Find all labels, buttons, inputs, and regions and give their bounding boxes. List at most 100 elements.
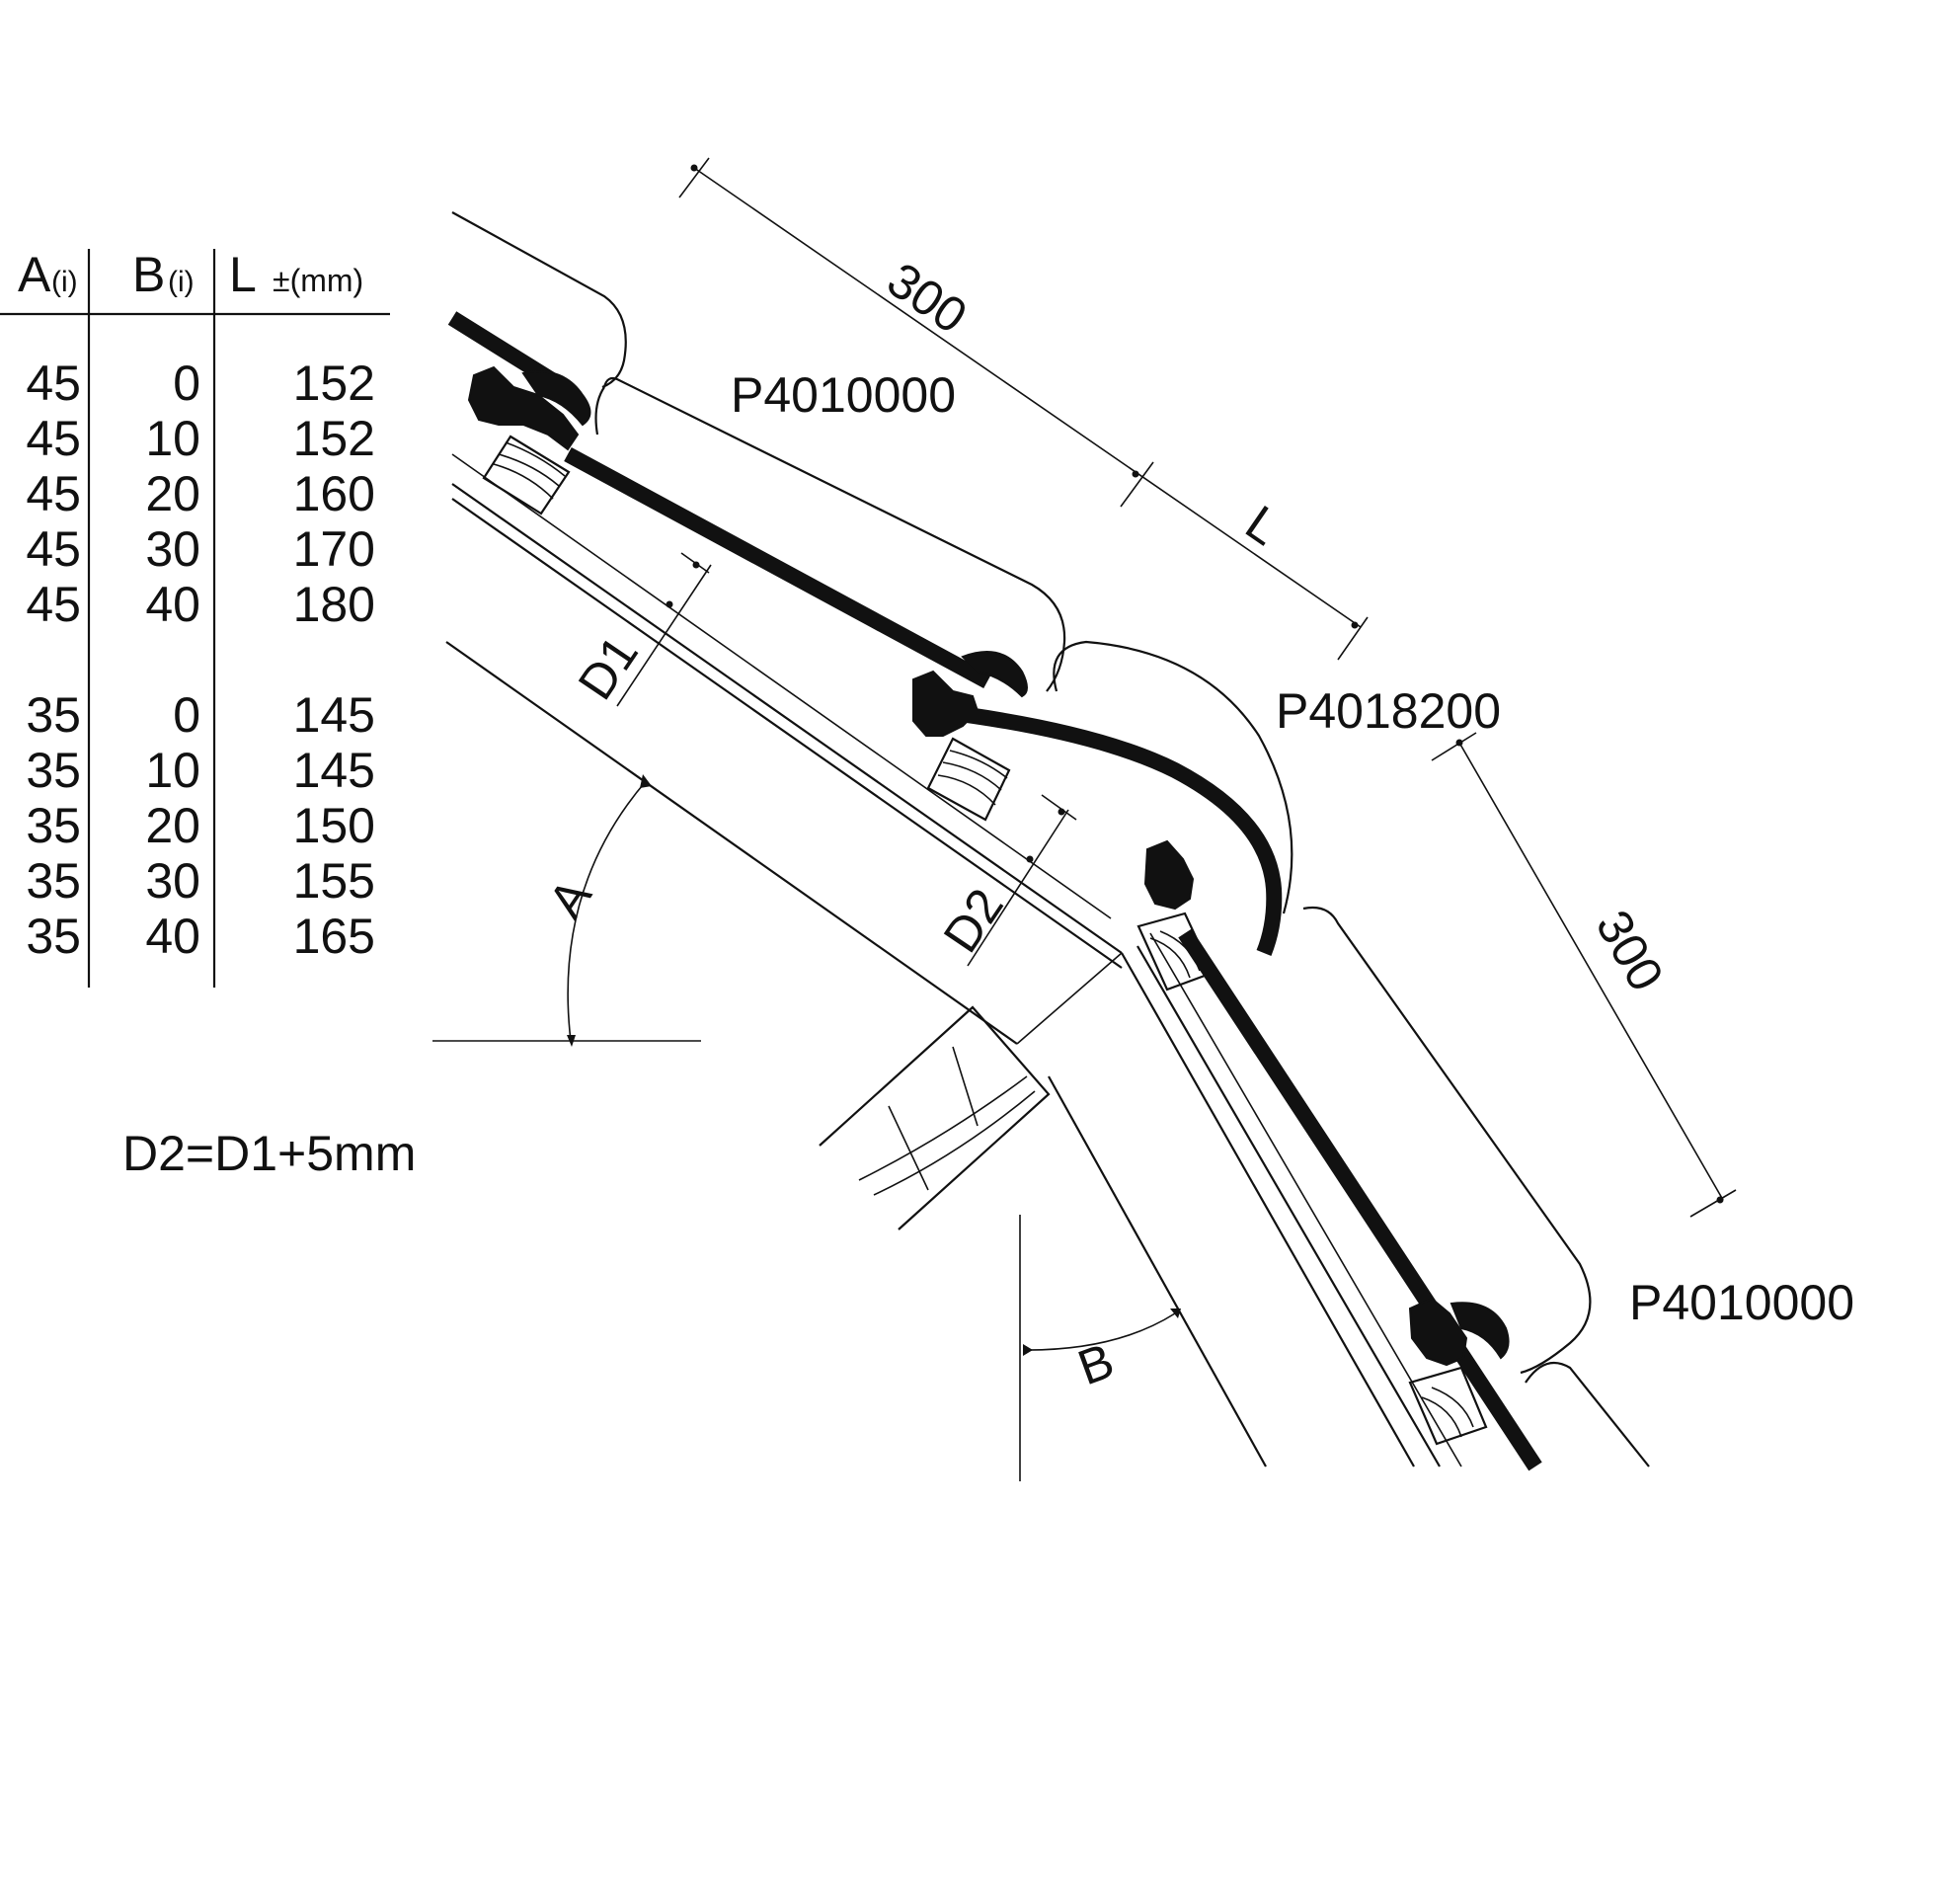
cell-l: 152 <box>293 356 375 411</box>
cell-b: 40 <box>145 909 200 964</box>
cell-b: 40 <box>145 577 200 632</box>
dim-line-d1 <box>616 564 712 707</box>
dim-dot <box>690 164 698 172</box>
cell-a: 45 <box>26 466 81 521</box>
table-row: 35 10 145 <box>26 743 375 798</box>
table-row: 35 0 145 <box>26 687 375 743</box>
right-batten-line <box>1149 932 1462 1468</box>
table-row: 35 20 150 <box>26 798 375 853</box>
part-label-top: P4010000 <box>731 367 956 423</box>
cell-l: 150 <box>293 798 375 853</box>
cell-b: 0 <box>173 356 200 411</box>
table-row: 45 30 170 <box>26 521 375 577</box>
angle-b-arrow <box>1170 1309 1181 1318</box>
part-label-bottom: P4010000 <box>1629 1275 1854 1330</box>
angle-a-arrow <box>640 774 652 788</box>
dim-tick <box>1431 732 1477 761</box>
ridge-tile-body <box>937 703 1283 956</box>
ridge-cap-outline <box>1053 640 1293 914</box>
cell-a: 35 <box>26 743 81 798</box>
dim-line-d2 <box>967 809 1069 967</box>
table-group-35: 35 0 145 35 10 145 35 20 150 35 30 155 3… <box>26 687 375 964</box>
table-row: 35 30 155 <box>26 853 375 909</box>
dim-dot <box>1026 855 1034 863</box>
tile-body-left <box>564 446 991 689</box>
header-b: B <box>132 247 165 302</box>
cell-b: 10 <box>145 411 200 466</box>
header-l: L <box>229 247 257 302</box>
dim-label-top: 300 <box>878 252 977 344</box>
cell-a: 35 <box>26 909 81 964</box>
tile-hook-3 <box>912 670 980 737</box>
dim-line-top <box>693 167 1362 628</box>
dim-label-d1: D1 <box>568 626 649 709</box>
cell-b: 30 <box>145 853 200 909</box>
dim-dot <box>666 600 673 608</box>
header-a-unit: (i) <box>51 266 78 298</box>
table-row: 45 0 152 <box>26 356 375 411</box>
tile-hook-5 <box>1143 839 1195 911</box>
table-row: 45 10 152 <box>26 411 375 466</box>
table-row: 35 40 165 <box>26 909 375 964</box>
dim-dot <box>1058 808 1065 816</box>
cell-l: 170 <box>293 521 375 577</box>
header-b-unit: (i) <box>168 266 195 298</box>
dim-dot <box>1351 621 1359 629</box>
angle-a-arc <box>567 779 648 1042</box>
left-roof-line-2 <box>451 498 1123 969</box>
cell-a: 35 <box>26 687 81 743</box>
tile-hook-6 <box>1408 1297 1468 1367</box>
tile-left-lower-outline <box>594 376 1066 692</box>
right-roof-line <box>1121 952 1415 1468</box>
cell-a: 45 <box>26 577 81 632</box>
right-rafter-line <box>1048 1075 1267 1468</box>
batten-4 <box>1408 1366 1488 1446</box>
dimension-lines <box>432 157 1737 1481</box>
cell-l: 180 <box>293 577 375 632</box>
cell-b: 10 <box>145 743 200 798</box>
dim-tick <box>1689 1189 1737 1218</box>
dim-tick <box>1120 461 1154 508</box>
left-rafter-line <box>445 641 1018 1045</box>
cell-l: 160 <box>293 466 375 521</box>
formula-note: D2=D1+5mm <box>122 1126 416 1181</box>
dim-dot <box>1132 470 1139 478</box>
table-group-45: 45 0 152 45 10 152 45 20 160 45 30 170 4… <box>26 356 375 632</box>
angle-label-b: B <box>1071 1332 1122 1395</box>
cell-l: 152 <box>293 411 375 466</box>
tile-body-right <box>1178 928 1542 1471</box>
tile-right-next-outline <box>1525 1361 1650 1468</box>
tile-hook-1 <box>467 365 580 451</box>
dim-tick <box>678 157 710 198</box>
dim-dot <box>692 561 700 569</box>
roof-structure <box>445 211 1650 1471</box>
cell-a: 45 <box>26 411 81 466</box>
dim-label-d2: D2 <box>933 879 1014 962</box>
dim-tick <box>1041 794 1077 821</box>
table-header: A (i) B (i) L ±(mm) <box>18 247 363 302</box>
cell-b: 20 <box>145 466 200 521</box>
angle-a-arrow <box>567 1035 576 1047</box>
cell-b: 0 <box>173 687 200 743</box>
header-l-unit: ±(mm) <box>273 263 363 298</box>
ridge-connector <box>1016 952 1123 1045</box>
cell-l: 145 <box>293 687 375 743</box>
left-batten-line <box>451 453 1112 919</box>
cell-l: 145 <box>293 743 375 798</box>
left-roof-line <box>451 483 1123 954</box>
cell-a: 35 <box>26 853 81 909</box>
cell-a: 45 <box>26 521 81 577</box>
cell-l: 165 <box>293 909 375 964</box>
dim-line-right <box>1458 742 1724 1201</box>
table-row: 45 40 180 <box>26 577 375 632</box>
batten-2 <box>926 737 1011 822</box>
angle-label-a: A <box>538 869 602 928</box>
angle-b-arc <box>1022 1312 1176 1351</box>
diagram-labels: P4010000 P4018200 P4010000 300 L 300 D1 … <box>538 252 1854 1395</box>
angle-b-arrow <box>1023 1344 1033 1356</box>
part-label-ridge: P4018200 <box>1276 683 1501 739</box>
tile-hook-7 <box>1450 1302 1510 1360</box>
cell-l: 155 <box>293 853 375 909</box>
dim-dot <box>1716 1196 1724 1204</box>
header-a: A <box>18 247 51 302</box>
